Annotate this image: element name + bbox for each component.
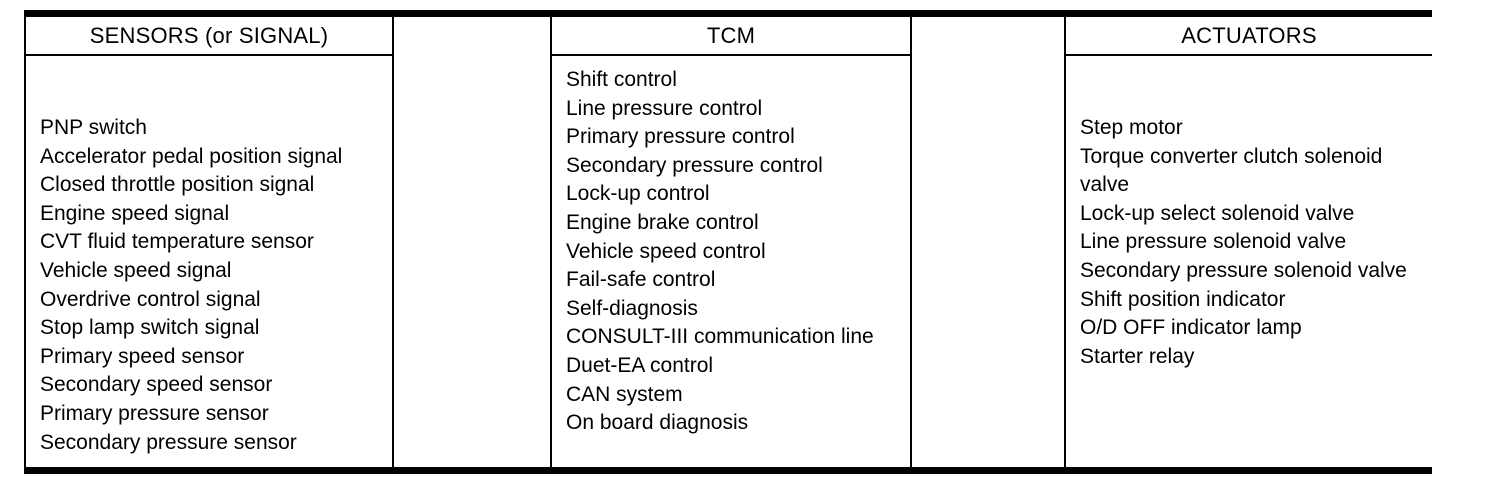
list-item: Secondary pressure sensor bbox=[40, 430, 297, 454]
list-item: Closed throttle position signal bbox=[40, 173, 315, 197]
table-bottom-rule bbox=[24, 467, 1432, 474]
list-item: Line pressure control bbox=[566, 96, 763, 120]
list-item: Secondary speed sensor bbox=[40, 373, 273, 397]
list-item: Duet-EA control bbox=[566, 353, 714, 377]
column-actuators: ACTUATORS Step motor Torque converter cl… bbox=[1066, 17, 1432, 467]
column-sensors: SENSORS (or SIGNAL) PNP switch Accelerat… bbox=[24, 17, 394, 467]
list-item: Primary speed sensor bbox=[40, 344, 245, 368]
list-item: Primary pressure control bbox=[566, 125, 795, 149]
list-item: Vehicle speed control bbox=[566, 239, 766, 263]
column-header-actuators: ACTUATORS bbox=[1066, 17, 1432, 56]
list-item: PNP switch bbox=[40, 116, 147, 139]
list-item: Secondary pressure control bbox=[566, 153, 823, 177]
list-item: Self-diagnosis bbox=[566, 296, 698, 320]
table-top-rule bbox=[24, 10, 1432, 17]
column-header-tcm: TCM bbox=[552, 17, 910, 56]
column-body-sensors: PNP switch Accelerator pedal position si… bbox=[26, 56, 392, 467]
list-item: Stop lamp switch signal bbox=[40, 316, 260, 340]
list-item: Overdrive control signal bbox=[40, 287, 261, 311]
column-spacer-right bbox=[912, 17, 1066, 467]
list-item: CAN system bbox=[566, 382, 683, 406]
table-columns: SENSORS (or SIGNAL) PNP switch Accelerat… bbox=[24, 17, 1432, 467]
list-item: Engine speed signal bbox=[40, 201, 230, 225]
list-item: Vehicle speed signal bbox=[40, 258, 232, 282]
column-header-sensors: SENSORS (or SIGNAL) bbox=[26, 17, 392, 56]
list-item: Shift position indicator bbox=[1080, 287, 1286, 311]
list-item: Step motor bbox=[1080, 116, 1183, 139]
list-item: On board diagnosis bbox=[566, 411, 749, 435]
list-item: Accelerator pedal position signal bbox=[40, 144, 343, 168]
list-item: Primary pressure sensor bbox=[40, 401, 269, 425]
column-tcm: TCM Shift control Line pressure control … bbox=[552, 17, 912, 467]
column-body-tcm: Shift control Line pressure control Prim… bbox=[552, 56, 910, 467]
list-item: CONSULT-III communication line bbox=[566, 325, 874, 349]
column-body-spacer-left bbox=[394, 54, 550, 467]
list-item: Fail-safe control bbox=[566, 268, 716, 292]
list-item: Lock-up control bbox=[566, 182, 710, 206]
column-body-spacer-right bbox=[912, 54, 1064, 467]
list-item: O/D OFF indicator lamp bbox=[1080, 316, 1302, 340]
column-header-spacer-right bbox=[912, 17, 1064, 54]
block-table: SENSORS (or SIGNAL) PNP switch Accelerat… bbox=[24, 10, 1432, 474]
list-item: Engine brake control bbox=[566, 210, 759, 234]
list-item: CVT fluid temperature sensor bbox=[40, 230, 314, 254]
list-item: Secondary pressure solenoid valve bbox=[1080, 258, 1407, 282]
list-item: Torque converter clutch solenoid valve bbox=[1080, 144, 1383, 197]
column-header-spacer-left bbox=[394, 17, 550, 54]
list-item: Lock-up select solenoid valve bbox=[1080, 201, 1355, 225]
list-item: Shift control bbox=[566, 68, 677, 91]
column-spacer-left bbox=[394, 17, 552, 467]
column-body-actuators: Step motor Torque converter clutch solen… bbox=[1066, 56, 1432, 467]
list-item: Line pressure solenoid valve bbox=[1080, 230, 1347, 254]
list-item: Starter relay bbox=[1080, 344, 1195, 368]
